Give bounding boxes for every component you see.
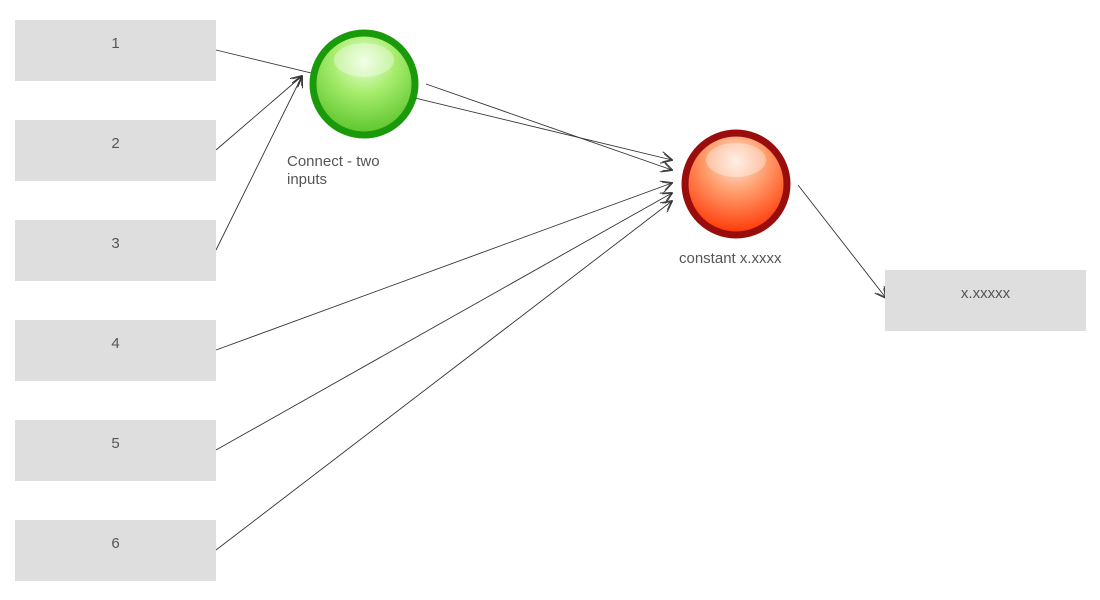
- connect-node-label: Connect - two inputs: [287, 153, 380, 188]
- edge-input2-to-connect[interactable]: [215, 76, 302, 151]
- input-box-6[interactable]: 6: [15, 520, 216, 581]
- input-box-4[interactable]: 4: [15, 320, 216, 381]
- edge-input6-to-constant[interactable]: [215, 201, 672, 551]
- input-box-label: 6: [111, 535, 120, 552]
- edge-input3-to-connect[interactable]: [215, 76, 302, 251]
- input-box-3[interactable]: 3: [15, 220, 216, 281]
- output-box-label: x.xxxxx: [960, 285, 1011, 302]
- constant-node[interactable]: [681, 129, 791, 239]
- input-box-label: 4: [111, 335, 120, 352]
- input-box-5[interactable]: 5: [15, 420, 216, 481]
- edge-connect-to-constant[interactable]: [425, 83, 672, 170]
- output-box[interactable]: x.xxxxx: [885, 270, 1086, 331]
- input-box-label: 3: [111, 235, 120, 252]
- connect-node[interactable]: [309, 29, 419, 139]
- input-box-label: 5: [111, 435, 120, 452]
- input-box-label: 2: [111, 135, 120, 152]
- input-box-label: 1: [111, 35, 120, 52]
- constant-node-highlight: [706, 143, 766, 177]
- edge-input4-to-constant[interactable]: [215, 183, 672, 351]
- input-box-1[interactable]: 1: [15, 20, 216, 81]
- edge-input5-to-constant[interactable]: [215, 193, 672, 451]
- connect-node-circle: [309, 29, 419, 139]
- edge-input1-to-constant[interactable]: [215, 49, 672, 160]
- constant-node-label: constant x.xxxx: [679, 250, 782, 267]
- edge-constant-to-output[interactable]: [797, 184, 886, 298]
- connect-node-highlight: [334, 43, 394, 77]
- constant-node-circle: [681, 129, 791, 239]
- input-box-2[interactable]: 2: [15, 120, 216, 181]
